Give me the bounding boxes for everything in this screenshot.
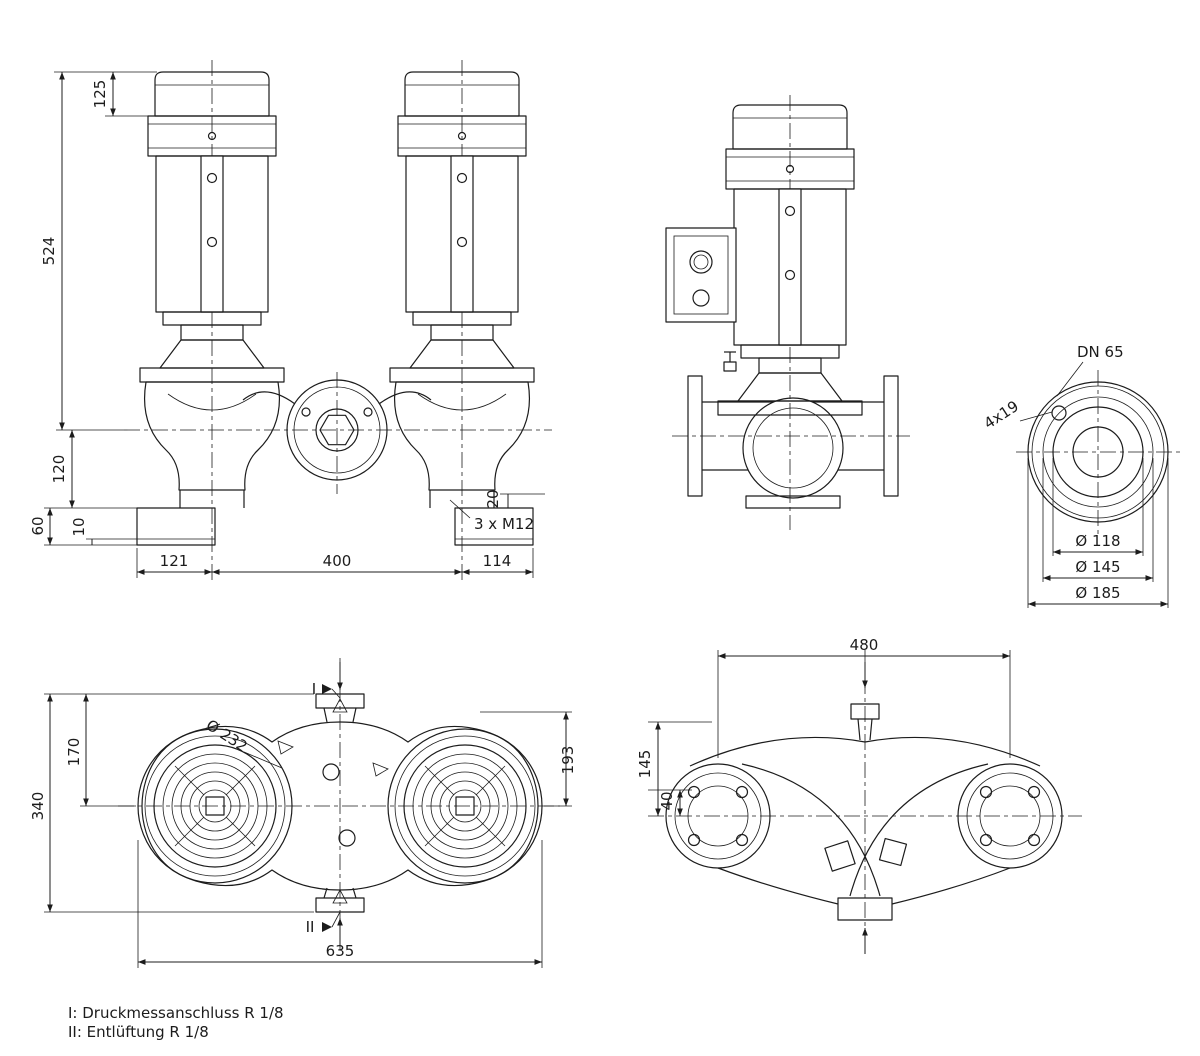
plan-view: I II 340 170 193 Ø 232 — [29, 658, 577, 968]
flange-detail-view: DN 65 4x19 Ø 118 Ø 145 Ø 185 — [981, 343, 1180, 608]
flange-circles — [1027, 381, 1169, 523]
dim-125-label: 125 — [91, 80, 109, 109]
dim-60: 60 — [29, 508, 137, 546]
holes-label: 4x19 — [981, 397, 1022, 433]
dim-480: 480 — [717, 636, 1011, 758]
dim-193-label: 193 — [559, 746, 577, 775]
marker-i-label: I — [312, 680, 316, 698]
dim-340-label: 340 — [29, 792, 47, 821]
bottom-view: 480 145 40 — [636, 636, 1082, 958]
label-dn65: DN 65 — [1056, 343, 1124, 397]
dim-dia185: Ø 185 — [1027, 458, 1169, 608]
dim-193: 193 — [480, 711, 577, 807]
flow-triangle-right — [372, 762, 389, 777]
dim-524: 524 — [40, 71, 157, 431]
dim-120-label: 120 — [50, 455, 68, 484]
dim-40-label: 40 — [658, 791, 676, 810]
dim-400-label: 400 — [323, 552, 352, 570]
dim-635-label: 635 — [326, 942, 355, 960]
dim-120: 120 — [44, 430, 137, 509]
suction-flange — [242, 379, 432, 481]
dn65-label: DN 65 — [1077, 343, 1124, 361]
flow-triangle-left — [277, 740, 294, 755]
vent-triangle-top — [332, 698, 348, 713]
bolt-hole — [1051, 405, 1067, 421]
dim-170-label: 170 — [65, 738, 83, 767]
marker-ii: II — [306, 911, 341, 936]
legend-line-1: I: Druckmessanschluss R 1/8 — [68, 1004, 284, 1022]
dim-20-label: 20 — [484, 489, 502, 508]
side-view — [665, 95, 910, 530]
dim-145b: 145 — [636, 721, 712, 816]
dim-121-label: 121 — [160, 552, 189, 570]
dia-145-label: Ø 145 — [1075, 558, 1120, 576]
dim-20-and-m12: 20 3 x M12 — [449, 489, 545, 533]
dim-40: 40 — [648, 789, 692, 816]
dia-118-label: Ø 118 — [1075, 532, 1120, 550]
pump-body-outline — [141, 721, 539, 891]
legend-line-2: II: Entlüftung R 1/8 — [68, 1023, 209, 1041]
dim-dia118: Ø 118 — [1052, 458, 1144, 556]
dia-185-label: Ø 185 — [1075, 584, 1120, 602]
dim-dia145: Ø 145 — [1042, 458, 1154, 582]
dim-10: 10 — [70, 517, 137, 545]
dim-125: 125 — [91, 72, 157, 117]
note-m12-label: 3 x M12 — [474, 515, 534, 533]
legend: I: Druckmessanschluss R 1/8 II: Entlüftu… — [68, 1004, 284, 1041]
label-4x19: 4x19 — [981, 397, 1053, 433]
front-view: 524 125 120 60 10 121 — [29, 60, 552, 584]
marker-ii-label: II — [306, 918, 315, 936]
dim-10-label: 10 — [70, 517, 88, 536]
base-feet — [136, 490, 534, 546]
marker-i: I — [312, 680, 341, 699]
volute-body — [689, 736, 1041, 921]
terminal-box — [665, 227, 737, 323]
dim-114-label: 114 — [483, 552, 512, 570]
dim-340: 340 — [29, 693, 314, 913]
top-nozzle — [315, 693, 365, 723]
dim-bottom-row: 121 400 114 — [136, 548, 534, 578]
dim-480-label: 480 — [850, 636, 879, 654]
pump-side — [687, 351, 899, 509]
vent-triangle-bottom — [332, 889, 348, 904]
plug-boss-lower — [338, 829, 356, 847]
dim-dia232: Ø 232 — [203, 716, 283, 769]
dim-145-label: 145 — [636, 750, 654, 779]
dim-635: 635 — [137, 840, 543, 968]
dim-524-label: 524 — [40, 237, 58, 266]
dim-60-label: 60 — [29, 516, 47, 535]
dim-170: 170 — [65, 694, 136, 807]
plug-boss-upper — [322, 763, 340, 781]
top-fitting — [850, 703, 880, 741]
